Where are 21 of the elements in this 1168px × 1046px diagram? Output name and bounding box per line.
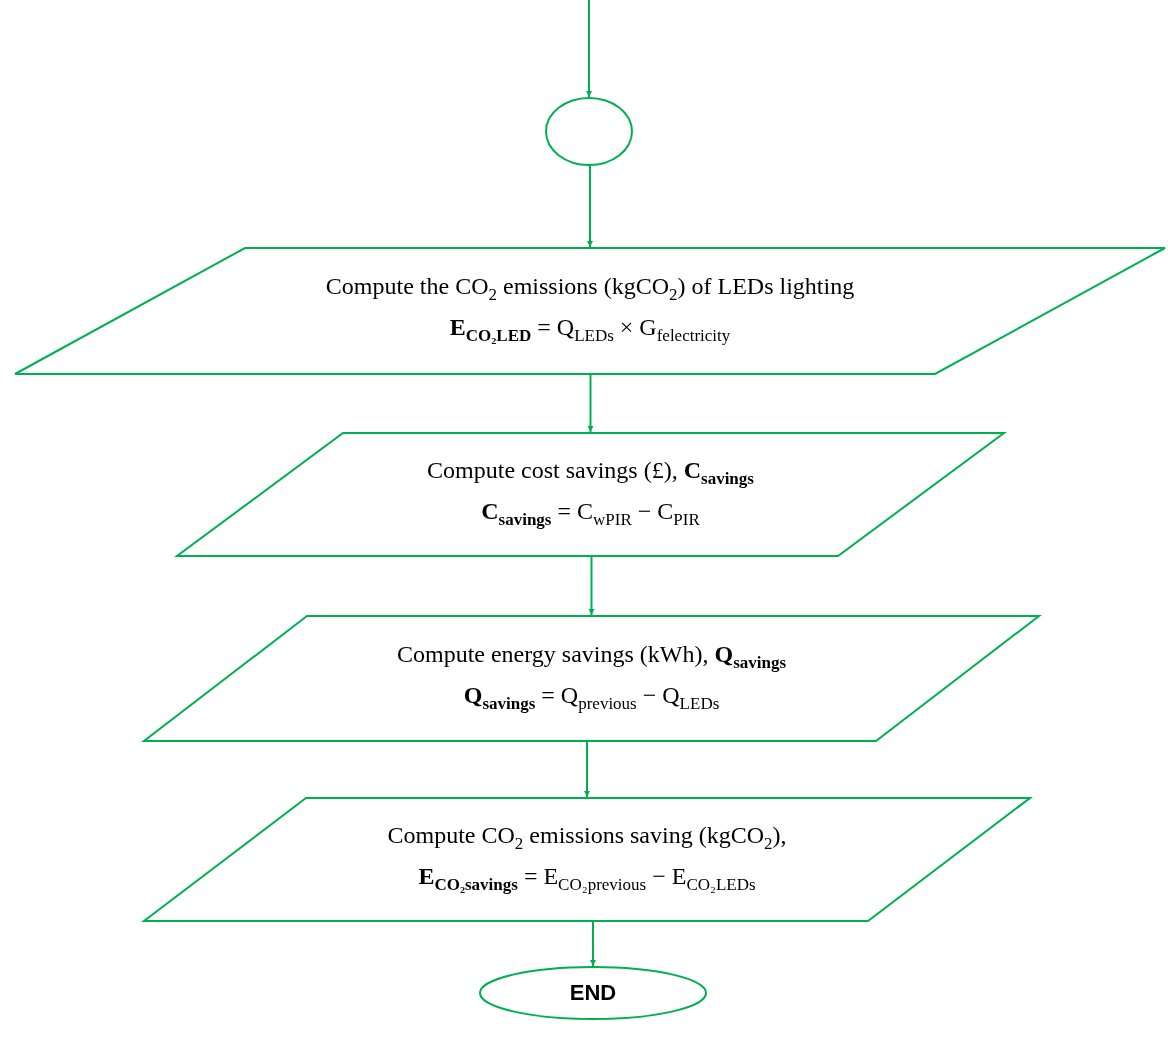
terminator-label: END (569, 979, 617, 1007)
formula: E$_{CO₂savings}$ = E$_{CO₂previous}$ − E$_{CO₂LEDs}$ (418, 861, 756, 896)
data-parallelogram (176, 432, 1005, 557)
arrow (586, 0, 592, 98)
data-parallelogram (143, 797, 1031, 922)
step-description: Compute the CO$_{2}$ emissions (kgCO$_{2}$) of LEDs lighting (325, 272, 855, 306)
step-description: Compute energy savings (kWh), Q$_{savings}$ (396, 639, 787, 674)
arrow (584, 741, 590, 798)
formula: C$_{savings}$ = C$_{wPIR}$ − C$_{PIR}$ (481, 496, 700, 531)
formula: Q$_{savings}$ = Q$_{previous}$ − Q$_{LEDs}$ (463, 680, 720, 715)
arrow (587, 165, 593, 248)
step-description: Compute cost savings (£), C$_{savings}$ (427, 455, 754, 490)
arrow (588, 556, 595, 616)
data-parallelogram (143, 615, 1040, 742)
step-description: Compute CO$_{2}$ emissions saving (kgCO$_{2}$), (387, 820, 787, 855)
formula: E$_{CO₂LED}$ = Q$_{LEDs}$ × G$_{felectricity}$ (449, 313, 731, 347)
terminator-ellipse (479, 966, 707, 1020)
start-ellipse (545, 97, 633, 166)
arrow (587, 374, 594, 433)
arrow (590, 921, 596, 967)
data-parallelogram (14, 247, 1166, 375)
